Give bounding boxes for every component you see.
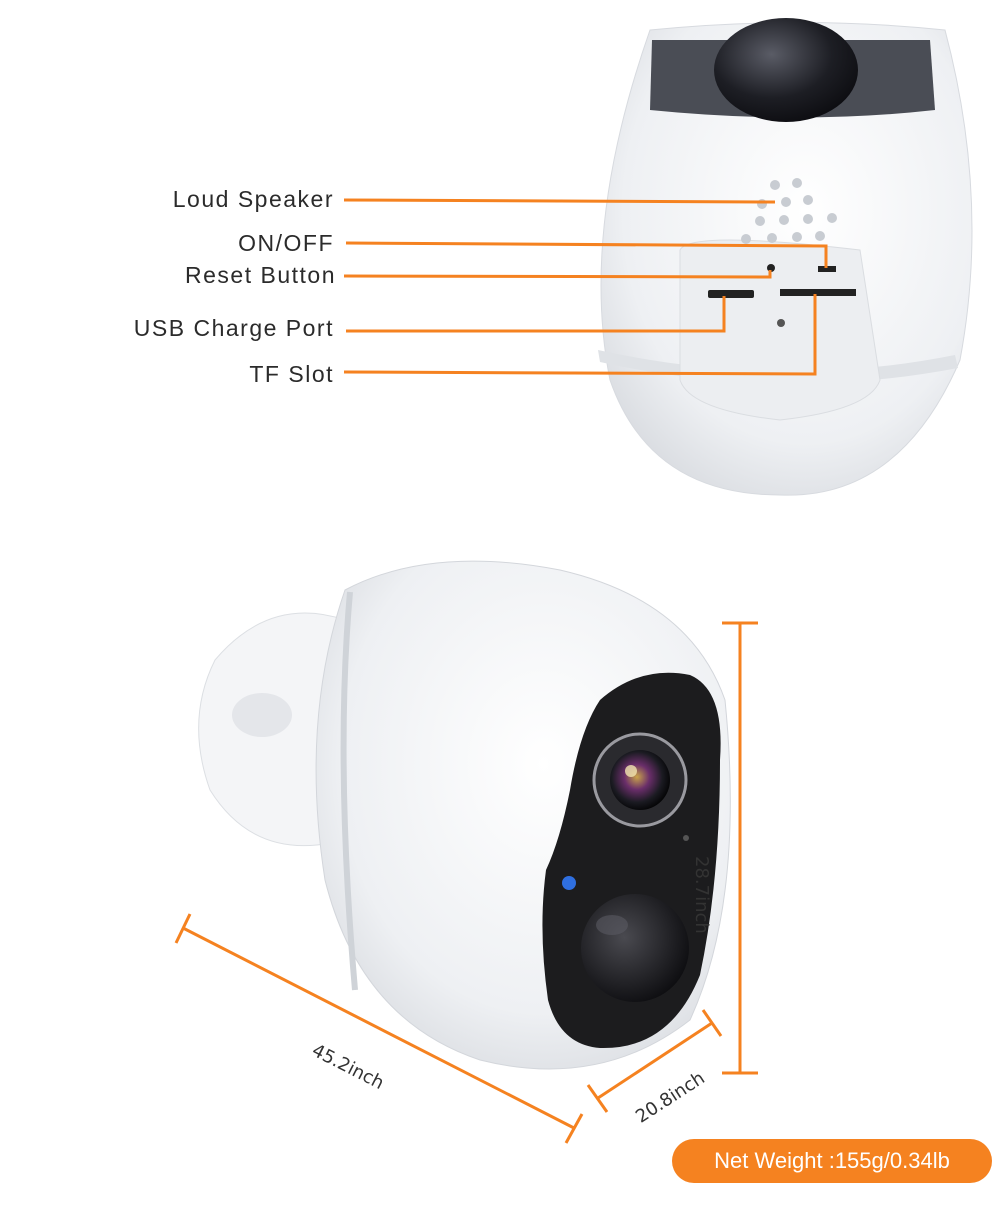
camera-front-view <box>198 560 731 1070</box>
dim-width-line <box>182 926 575 1130</box>
tf-card-slot <box>780 289 856 296</box>
callout-on-off <box>345 241 828 268</box>
usb-port <box>708 290 754 298</box>
dim-height-label: 28.7inch <box>691 856 712 934</box>
label-tf-slot: TF Slot <box>249 361 334 387</box>
label-loud-speaker: Loud Speaker <box>172 186 334 212</box>
callout-reset-button <box>343 270 772 279</box>
net-weight-badge: Net Weight :155g/0.34lb <box>672 1139 992 1183</box>
status-led <box>562 876 576 890</box>
pir-sensor <box>581 894 689 1002</box>
power-switch[interactable] <box>818 266 836 272</box>
label-reset-button: Reset Button <box>185 262 336 288</box>
speaker-grille <box>741 178 837 244</box>
callout-usb-charge-port <box>346 296 726 333</box>
label-usb-charge-port: USB Charge Port <box>133 315 334 341</box>
camera-back-view <box>598 18 973 496</box>
callout-tf-slot <box>343 294 817 376</box>
label-on-off: ON/OFF <box>238 230 334 256</box>
dimension-lines <box>174 621 758 1144</box>
dim-depth-line <box>597 1021 713 1100</box>
callout-lines <box>343 198 828 376</box>
callout-loud-speaker <box>343 198 776 204</box>
